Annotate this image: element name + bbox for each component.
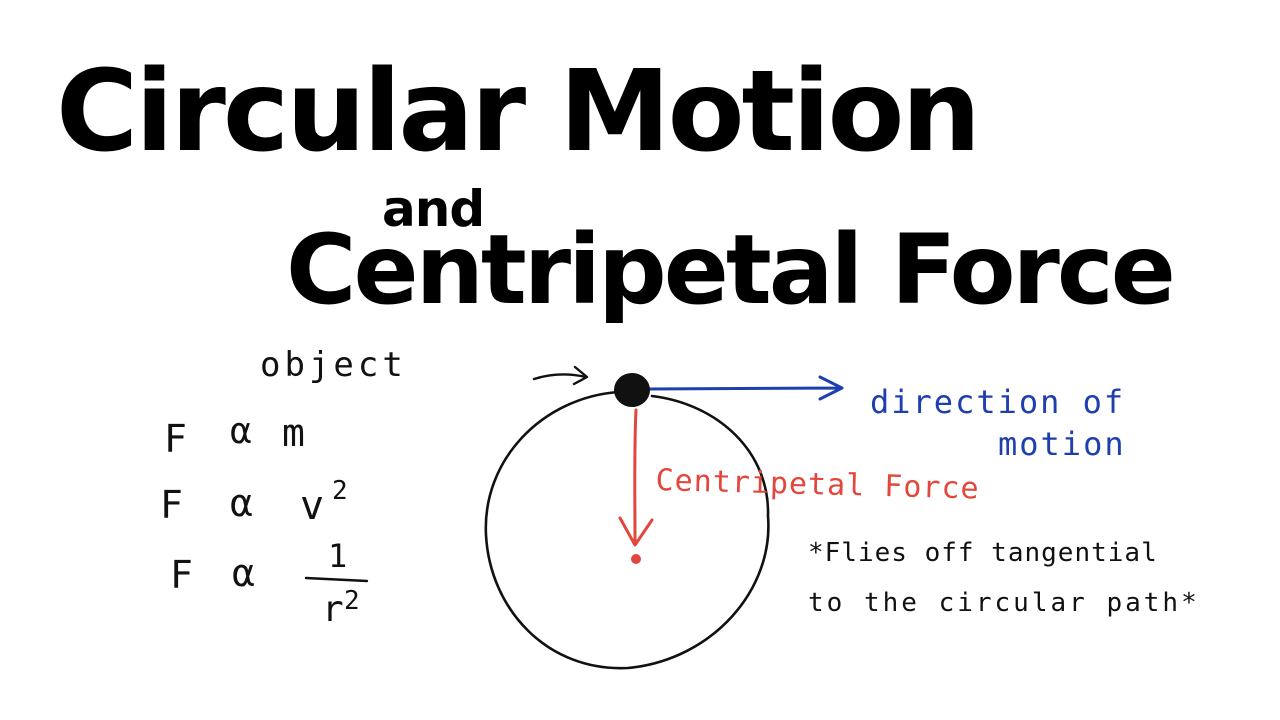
direction-of-motion-arrow [646, 375, 844, 401]
object-pointer-arrow [532, 365, 589, 386]
formula1-lhs: F [164, 417, 187, 461]
formula2-proportional: α [230, 481, 253, 525]
formula1-rhs: m [282, 411, 305, 455]
object-label: object [260, 345, 407, 385]
formula2-lhs: F [160, 483, 183, 527]
formula1-proportional: α [230, 411, 252, 452]
formula3-numerator: 1 [328, 537, 348, 575]
centripetal-force-arrow [618, 408, 654, 547]
title-centripetal-force: Centripetal Force [286, 214, 1176, 326]
tangential-note-line1: *Flies off tangential [808, 538, 1158, 568]
title-circular-motion: Circular Motion [56, 47, 981, 177]
circular-path [484, 390, 770, 670]
object-ball [614, 373, 650, 407]
fraction-bar [304, 576, 369, 583]
direction-label-line2: motion [998, 425, 1126, 463]
formula3-exponent: 2 [344, 586, 360, 616]
title-and: and [382, 180, 485, 238]
circle-center-dot [631, 554, 641, 564]
formula3-proportional: α [232, 551, 255, 595]
formula3-lhs: F [170, 553, 193, 597]
formula2-exponent: 2 [332, 476, 348, 506]
formula3-denominator: r [322, 589, 344, 630]
formula2-rhs: v [300, 483, 325, 529]
direction-label-line1: direction of [870, 383, 1126, 421]
tangential-note-line2: to the circular path* [808, 588, 1200, 618]
centripetal-force-label: Centripetal Force [655, 463, 981, 507]
